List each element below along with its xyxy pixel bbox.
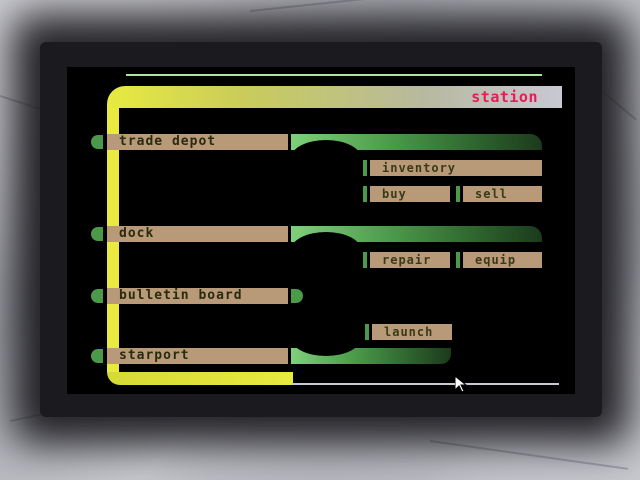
trade-depot-indicator — [91, 135, 103, 149]
top-divider — [126, 74, 542, 76]
bulletin-board-button[interactable]: bulletin board — [107, 288, 288, 304]
marble-vein — [429, 440, 629, 470]
repair-button[interactable]: repair — [370, 252, 450, 268]
starport-curve — [291, 320, 361, 356]
dock-indicator — [91, 227, 103, 241]
repair-notch — [363, 252, 367, 268]
trade-depot-band — [291, 134, 542, 150]
bottom-divider — [292, 383, 559, 385]
buy-button[interactable]: buy — [370, 186, 450, 202]
trade-depot-button[interactable]: trade depot — [107, 134, 288, 150]
sell-button[interactable]: sell — [463, 186, 542, 202]
dock-band — [291, 226, 542, 242]
dock-button[interactable]: dock — [107, 226, 288, 242]
equip-button[interactable]: equip — [463, 252, 542, 268]
equip-notch — [456, 252, 460, 268]
mouse-cursor-icon — [455, 376, 467, 392]
inventory-notch — [363, 160, 367, 176]
bulletin-board-indicator — [91, 289, 103, 303]
page-title: station — [471, 88, 538, 106]
sell-notch — [456, 186, 460, 202]
dock-curve — [291, 232, 361, 268]
starport-button[interactable]: starport — [107, 348, 288, 364]
marble-vein — [249, 0, 430, 12]
starport-indicator — [91, 349, 103, 363]
header-bar: station — [107, 86, 562, 108]
buy-notch — [363, 186, 367, 202]
inventory-button[interactable]: inventory — [370, 160, 542, 176]
launch-button[interactable]: launch — [372, 324, 452, 340]
bulletin-board-end-cap — [291, 289, 303, 303]
bottom-rail — [107, 372, 293, 385]
trade-depot-curve — [291, 140, 361, 176]
launch-notch — [365, 324, 369, 340]
